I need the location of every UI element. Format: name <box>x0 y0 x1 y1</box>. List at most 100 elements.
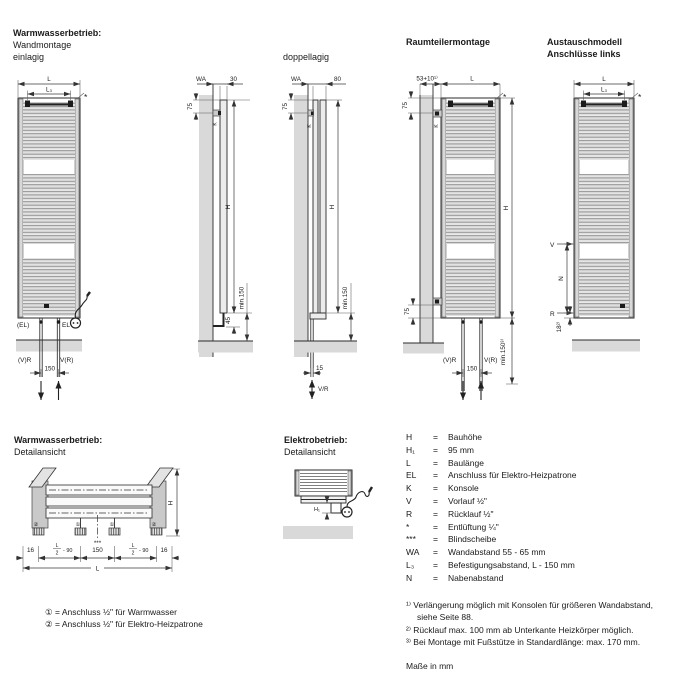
circled-1-right: ① <box>110 521 115 528</box>
heading-einlagig: einlagig <box>13 52 45 62</box>
legend-row: ***=Blindscheibe <box>406 534 497 545</box>
heading-raumteilermontage: Raumteilermontage <box>406 37 491 47</box>
footnote-3: ³⁾ Bei Montage mit Fußstütze in Standard… <box>406 637 641 648</box>
vent-asterisk-d1: * <box>84 92 88 102</box>
heading-doppellagig: doppellagig <box>283 52 330 62</box>
dim-label-75-d3: 75 <box>282 103 289 111</box>
detail-warmwasser: ② ① ① ② *** 16 L 2 - 90 150 L 2 - 90 <box>16 467 180 573</box>
dim-label-15-d3: 15 <box>316 365 324 372</box>
legend-row: EL=Anschluss für Elektro-Heizpatrone <box>406 470 577 481</box>
power-plug-icon <box>69 291 91 329</box>
dim-label-h-d4: H <box>503 205 510 210</box>
diagram-raumteilermontage: K 53+10¹⁾ L 75 75 * H min.150³⁾ <box>402 76 518 401</box>
connection-pipes-d4 <box>461 318 483 391</box>
vent-asterisk-d4: * <box>503 92 507 102</box>
dim-label-150-detail: 150 <box>92 547 103 554</box>
label-k-d3: K <box>307 124 313 128</box>
detail-elektro: H₁ <box>283 469 374 539</box>
legend-row: L=Baulänge <box>406 457 484 468</box>
label-r-d5: R <box>550 311 555 318</box>
svg-text:- 90: - 90 <box>139 548 148 554</box>
dim-label-75-d2: 75 <box>187 103 194 111</box>
footnotes-left: ① = Anschluss ½" für Warmwasser ② = Ansc… <box>45 606 203 631</box>
label-el-optional: (EL) <box>17 322 29 329</box>
dim-label-75top-d4: 75 <box>402 102 409 110</box>
dim-label-L-detail: L <box>96 566 100 573</box>
heading-austausch-line2: Anschlüsse links <box>547 49 621 59</box>
legend-row: H₁=95 mm <box>406 444 474 455</box>
label-vr-left-d4: (V)R <box>443 357 457 364</box>
dim-label-75bot-d4: 75 <box>404 308 411 316</box>
circled-1-left: ① <box>76 521 81 528</box>
dim-label-h-detail: H <box>168 500 175 505</box>
heading-austauschmodell: Austauschmodell Anschlüsse links <box>547 36 622 60</box>
heading-wandmontage: Wandmontage <box>13 40 72 50</box>
heading-warmwasserbetrieb: Warmwasserbetrieb: <box>13 28 102 38</box>
legend-row: *=Entlüftung ¼" <box>406 521 499 532</box>
svg-text:L: L <box>132 543 135 549</box>
svg-text:- 90: - 90 <box>63 548 72 554</box>
section-heading-warmwasser: Warmwasserbetrieb: Wandmontage einlagig <box>13 27 101 63</box>
dim-label-l2-90-right: L 2 - 90 <box>129 543 148 557</box>
dim-label-L-d1: L <box>47 76 51 83</box>
svg-text:2: 2 <box>132 551 135 557</box>
footnotes-right: ¹⁾ Verlängerung möglich mit Konsolen für… <box>406 599 668 672</box>
legend-row: N=Nabenabstand <box>406 572 504 583</box>
heading-detail-warmwasser: Warmwasserbetrieb: Detailansicht <box>14 435 103 457</box>
heading-austausch-line1: Austauschmodell <box>547 37 623 47</box>
dim-label-L-d5: L <box>602 76 606 83</box>
label-vr-right-d1: V(R) <box>60 357 73 364</box>
dim-label-h1: H₁ <box>314 507 320 513</box>
heading-detail-elektro: Elektrobetrieb: Detailansicht <box>284 435 348 457</box>
dim-label-18-d5: 18²⁾ <box>556 321 563 332</box>
label-v-d5: V <box>550 242 555 249</box>
dim-label-L-d4: L <box>470 76 474 83</box>
circled-2-right: ② <box>152 521 157 528</box>
legend-list: H=Bauhöhe H₁=95 mm L=Baulänge EL=Anschlu… <box>406 431 698 585</box>
dim-label-min150-d2: min.150 <box>239 286 246 309</box>
dim-label-wa-d2: WA <box>196 76 207 83</box>
power-plug-icon-elektro <box>341 486 374 518</box>
dim-label-L3-d5: L₃ <box>601 87 608 94</box>
svg-text:2: 2 <box>56 551 59 557</box>
dim-label-53-d4: 53+10¹⁾ <box>416 76 438 83</box>
dim-label-min150-d3: min.150 <box>342 286 349 309</box>
legend-row: WA=Wandabstand 55 - 65 mm <box>406 547 546 558</box>
footnote-2: ²⁾ Rücklauf max. 100 mm ab Unterkante He… <box>406 624 634 635</box>
dim-label-45-d2: 45 <box>225 317 232 325</box>
legend-row: R=Rücklauf ½" <box>406 508 494 519</box>
legend-row: L₃=Befestigungsabstand, L - 150 mm <box>406 559 575 570</box>
dim-label-min150-d4: min.150³⁾ <box>500 339 507 365</box>
dim-label-h-d2: H <box>225 204 232 209</box>
label-k-d4: K <box>434 124 440 128</box>
legend-row: V=Vorlauf ½" <box>406 495 487 506</box>
dim-label-80-d3: 80 <box>334 76 342 83</box>
label-vr-d3: V/R <box>318 386 329 393</box>
legend-row: K=Konsole <box>406 483 479 494</box>
diagram-doppellagig-side: K WA 80 75 H min.150 15 <box>282 76 357 400</box>
label-k-d2: K <box>213 122 219 126</box>
label-vr-right-d4: V(R) <box>484 357 497 364</box>
legend-row: H=Bauhöhe <box>406 432 483 442</box>
dim-label-150-d1: 150 <box>44 366 55 373</box>
diagram-einlagig-side: K WA 30 75 H 45 min.150 <box>187 76 253 357</box>
dim-label-30-d2: 30 <box>230 76 238 83</box>
footnote-1: ¹⁾ Verlängerung möglich mit Konsolen für… <box>406 600 654 623</box>
dim-label-16-left: 16 <box>27 547 35 554</box>
dim-label-l2-90-left: L 2 - 90 <box>53 543 72 557</box>
diagram-wandmontage-front: L L₃ * (EL) EL (V)R <box>16 76 91 401</box>
footnote-circled-1: ① = Anschluss ½" für Warmwasser <box>45 607 177 617</box>
dim-label-wa-d3: WA <box>291 76 302 83</box>
dim-label-16-right: 16 <box>160 547 168 554</box>
diagram-austauschmodell: L L₃ * V R N 18²⁾ <box>550 76 642 352</box>
vent-asterisk-d5: * <box>638 92 642 102</box>
circled-2-left: ② <box>34 521 39 528</box>
svg-text:L: L <box>56 543 59 549</box>
label-el: EL <box>62 322 70 329</box>
dim-label-h-d3: H <box>329 204 336 209</box>
label-vr-left-d1: (V)R <box>18 357 32 364</box>
connection-pipes-d1 <box>39 318 61 377</box>
footnote-circled-2: ② = Anschluss ½" für Elektro-Heizpatrone <box>45 619 203 630</box>
dim-label-150-d4: 150 <box>467 366 478 373</box>
